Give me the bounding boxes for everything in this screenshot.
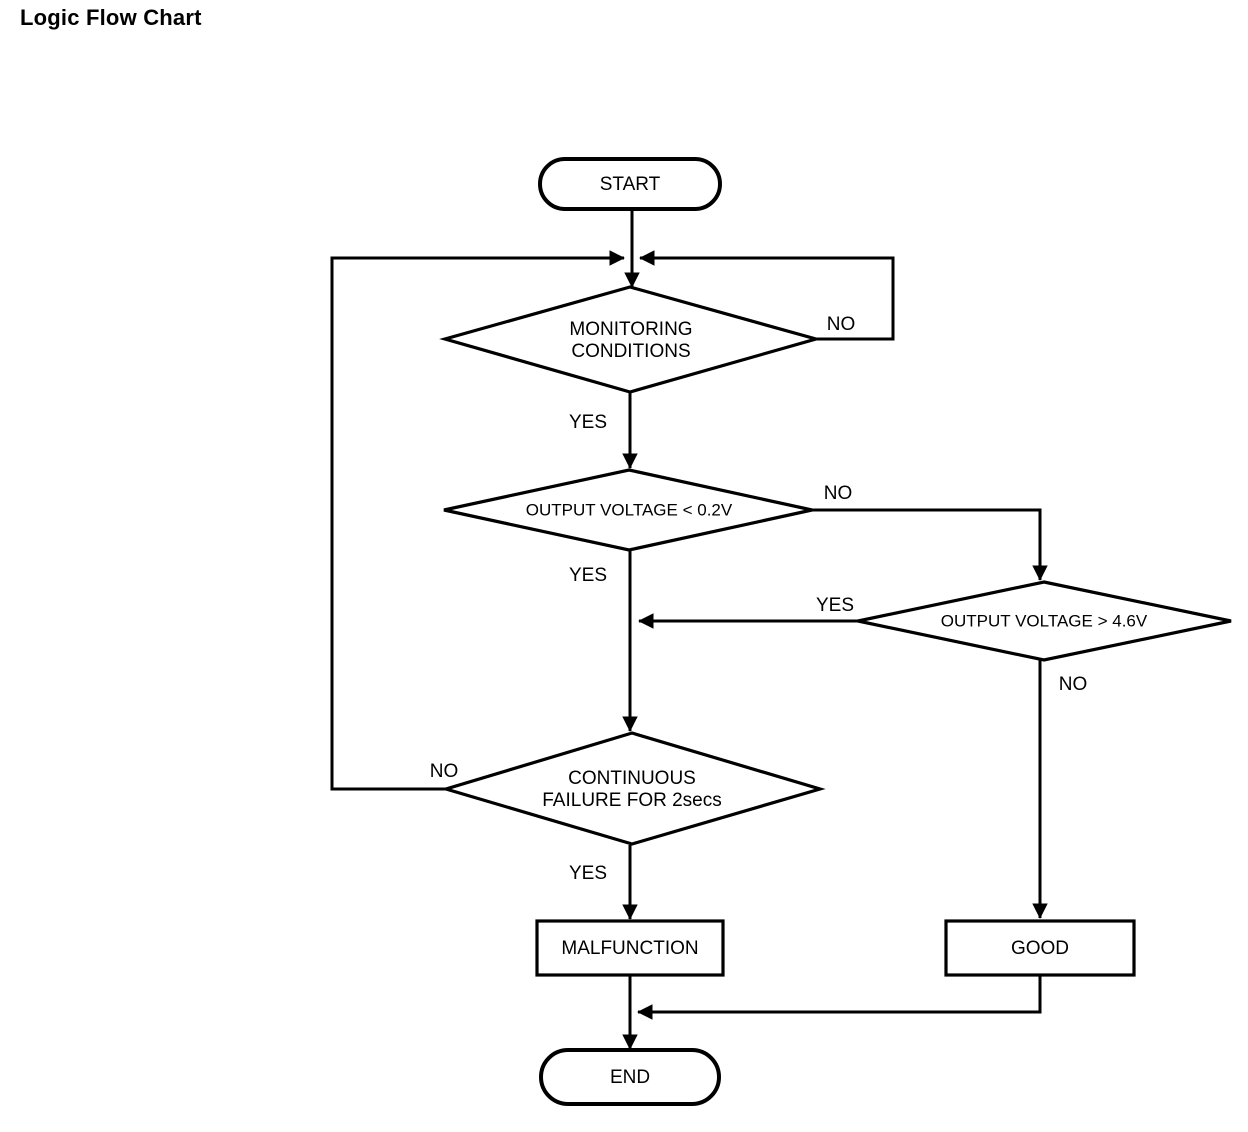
edge-label-voltagehigh-yes: YES <box>816 595 854 616</box>
edge-monitoring-no-loop <box>639 250 895 341</box>
edge-label-continuousfailure-yes: YES <box>569 863 607 884</box>
node-output-voltage-low-label: OUTPUT VOLTAGE < 0.2V <box>526 500 733 519</box>
node-start[interactable]: START <box>538 157 722 211</box>
edge-label-voltagehigh-no: NO <box>1059 674 1088 695</box>
node-monitoring-label-line1: MONITORING <box>569 319 692 340</box>
node-continuous-failure-label-line2: FAILURE FOR 2secs <box>542 790 722 811</box>
node-output-voltage-high-label: OUTPUT VOLTAGE > 4.6V <box>941 611 1148 630</box>
page-title: Logic Flow Chart <box>20 5 202 30</box>
node-monitoring-label-line2: CONDITIONS <box>571 341 690 362</box>
edge-label-monitoring-no: NO <box>827 314 856 335</box>
node-output-voltage-high[interactable]: OUTPUT VOLTAGE > 4.6V <box>857 580 1232 662</box>
edge-label-continuousfailure-no: NO <box>430 761 459 782</box>
node-output-voltage-low[interactable]: OUTPUT VOLTAGE < 0.2V <box>443 468 813 552</box>
node-good-label: GOOD <box>1011 938 1069 959</box>
node-start-label: START <box>600 174 661 195</box>
node-malfunction-label: MALFUNCTION <box>561 938 698 959</box>
edge-label-voltagelow-yes: YES <box>569 565 607 586</box>
edge-voltagelow-no <box>812 508 1048 581</box>
node-continuous-failure-label-line1: CONTINUOUS <box>568 768 696 789</box>
edge-label-voltagelow-no: NO <box>824 483 853 504</box>
node-end-label: END <box>610 1067 650 1088</box>
node-end[interactable]: END <box>539 1048 721 1106</box>
edge-good-to-end <box>637 975 1042 1020</box>
node-malfunction[interactable]: MALFUNCTION <box>535 919 725 977</box>
edge-continuousfailure-no-loop <box>330 250 625 791</box>
node-good[interactable]: GOOD <box>944 919 1136 977</box>
node-continuous-failure[interactable]: CONTINUOUS FAILURE FOR 2secs <box>440 731 826 846</box>
node-monitoring-conditions[interactable]: MONITORING CONDITIONS <box>439 285 822 394</box>
edge-label-monitoring-yes: YES <box>569 412 607 433</box>
